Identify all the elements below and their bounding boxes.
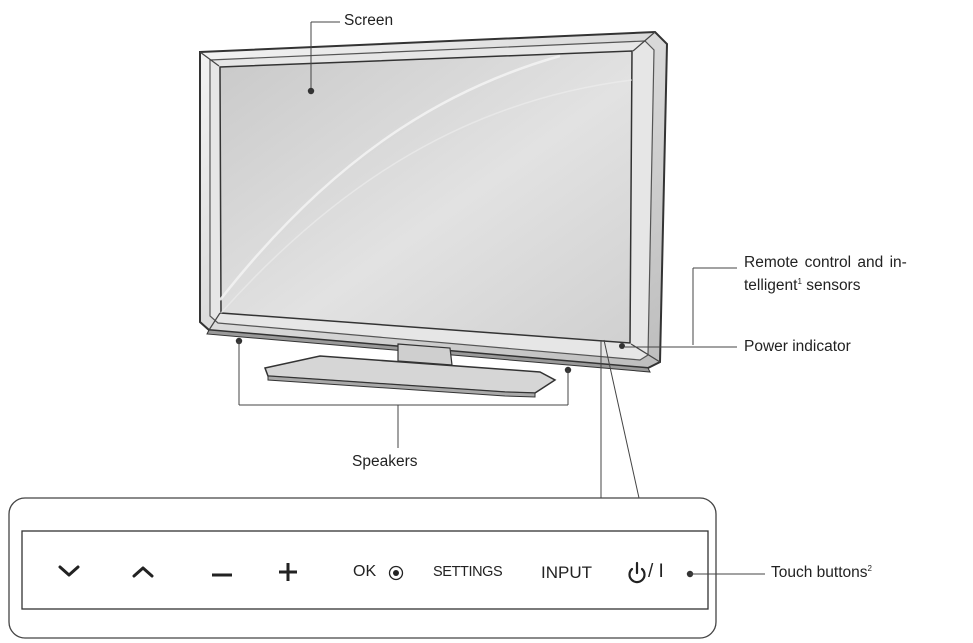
power-icon bbox=[628, 561, 646, 584]
footnote-marker-1: 1 bbox=[797, 276, 802, 286]
remote-sensor-label-text: telligent bbox=[744, 277, 798, 294]
power-indicator-dot bbox=[619, 343, 625, 349]
tv-stand bbox=[263, 343, 557, 398]
remote-sensor-label-tail: sensors bbox=[801, 277, 861, 294]
tv-screen bbox=[219, 50, 633, 344]
footnote-marker-2: 2 bbox=[867, 563, 872, 573]
chevron-down-icon[interactable] bbox=[58, 565, 80, 577]
ok-button-label[interactable]: OK bbox=[353, 563, 377, 580]
remote-sensor-label-line1: Remote control and in- bbox=[744, 254, 907, 271]
power-button-label[interactable]: / I bbox=[648, 561, 664, 582]
power-indicator-label: Power indicator bbox=[744, 338, 851, 355]
plus-icon[interactable] bbox=[279, 563, 297, 581]
remote-sensor-label-line2: telligent1 sensors bbox=[744, 276, 860, 296]
remote-sensor-callout-line bbox=[692, 267, 737, 345]
touch-buttons-callout-line bbox=[686, 570, 765, 578]
speakers-label: Speakers bbox=[352, 453, 418, 470]
speakers-callout-bracket bbox=[235, 337, 572, 448]
settings-button-label[interactable]: SETTINGS bbox=[433, 564, 503, 580]
chevron-up-icon[interactable] bbox=[132, 566, 154, 578]
touch-buttons-label: Touch buttons2 bbox=[771, 563, 872, 583]
touch-buttons-label-text: Touch buttons bbox=[771, 564, 868, 581]
touch-panel-zoom-lines bbox=[600, 339, 640, 499]
touch-panel bbox=[8, 497, 717, 639]
screen-label: Screen bbox=[344, 12, 394, 29]
ok-dot-icon bbox=[388, 565, 404, 581]
screen-callout-line bbox=[307, 21, 340, 95]
input-button-label[interactable]: INPUT bbox=[541, 563, 592, 582]
